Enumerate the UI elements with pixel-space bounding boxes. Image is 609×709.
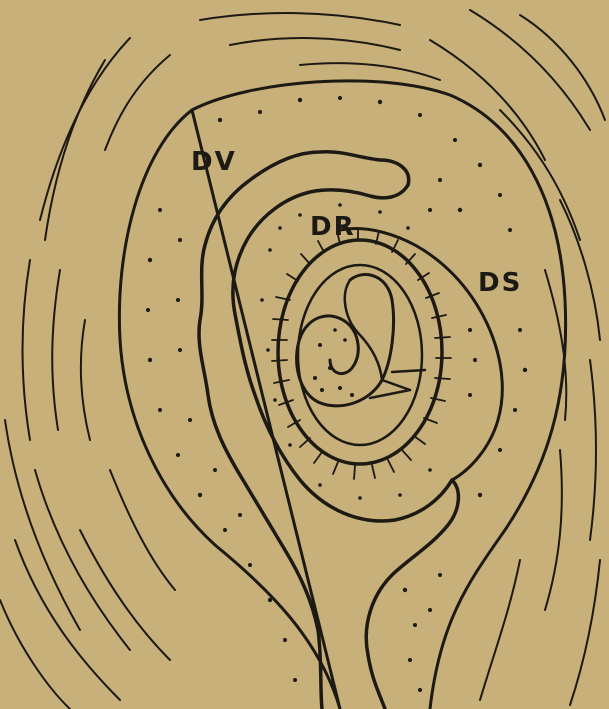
label-decidua-vera: DV xyxy=(191,147,237,177)
decidua-outer-boundary xyxy=(119,81,565,709)
label-decidua-reflexa: DR xyxy=(310,212,356,242)
label-decidua-serotina: DS xyxy=(478,268,522,298)
yolk-sac-outline xyxy=(345,280,382,380)
uterine-wall-strokes xyxy=(0,10,605,709)
decidua-stippling xyxy=(146,96,527,692)
amnion-outline xyxy=(298,265,422,445)
